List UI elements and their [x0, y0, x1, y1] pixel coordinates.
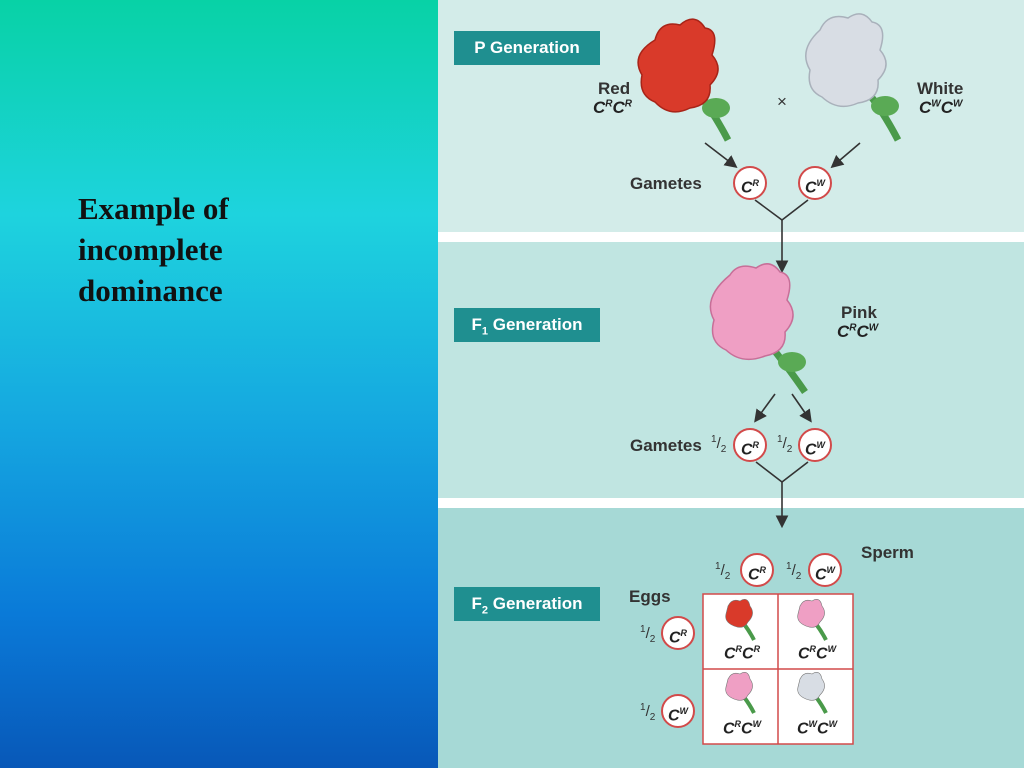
white-flower-icon — [806, 14, 899, 140]
sperm-fraction-2: 1/2 — [786, 561, 801, 582]
f1-gametes-label: Gametes — [630, 436, 702, 456]
punnett-cell-genotype-rr: CRCR — [705, 644, 779, 663]
punnett-cell-genotype-rw-bottom: CRCW — [705, 719, 779, 738]
egg-gamete-cw: CW — [661, 694, 695, 728]
egg-fraction-1: 1/2 — [640, 624, 655, 645]
red-parent-label: Red — [598, 79, 630, 99]
red-flower-icon — [638, 19, 730, 140]
p-gamete-cr: CR — [733, 166, 767, 200]
p-gamete-cw: CW — [798, 166, 832, 200]
f2-generation-label: F2 Generation — [454, 587, 600, 621]
egg-gamete-cr: CR — [661, 616, 695, 650]
egg-fraction-2: 1/2 — [640, 702, 655, 723]
red-parent-genotype: CRCR — [593, 98, 632, 118]
pink-offspring-label: Pink — [841, 303, 877, 323]
f1-gamete-fraction-2: 1/2 — [777, 434, 792, 455]
pink-offspring-genotype: CRCW — [837, 322, 878, 342]
f1-gamete-cr: CR — [733, 428, 767, 462]
f1-generation-label: F1 Generation — [454, 308, 600, 342]
white-parent-genotype: CWCW — [919, 98, 962, 118]
punnett-cell-genotype-rw-top: CRCW — [780, 644, 854, 663]
sperm-gamete-cw: CW — [808, 553, 842, 587]
eggs-label: Eggs — [629, 587, 671, 607]
p-gametes-label: Gametes — [630, 174, 702, 194]
cross-symbol: × — [777, 92, 787, 112]
white-parent-label: White — [917, 79, 963, 99]
f1-gamete-fraction-1: 1/2 — [711, 434, 726, 455]
sperm-label: Sperm — [861, 543, 914, 563]
sperm-gamete-cr: CR — [740, 553, 774, 587]
p-generation-label: P Generation — [454, 31, 600, 65]
f1-gamete-cw: CW — [798, 428, 832, 462]
pink-flower-icon — [710, 264, 806, 392]
sperm-fraction-1: 1/2 — [715, 561, 730, 582]
punnett-cell-genotype-ww: CWCW — [780, 719, 854, 738]
